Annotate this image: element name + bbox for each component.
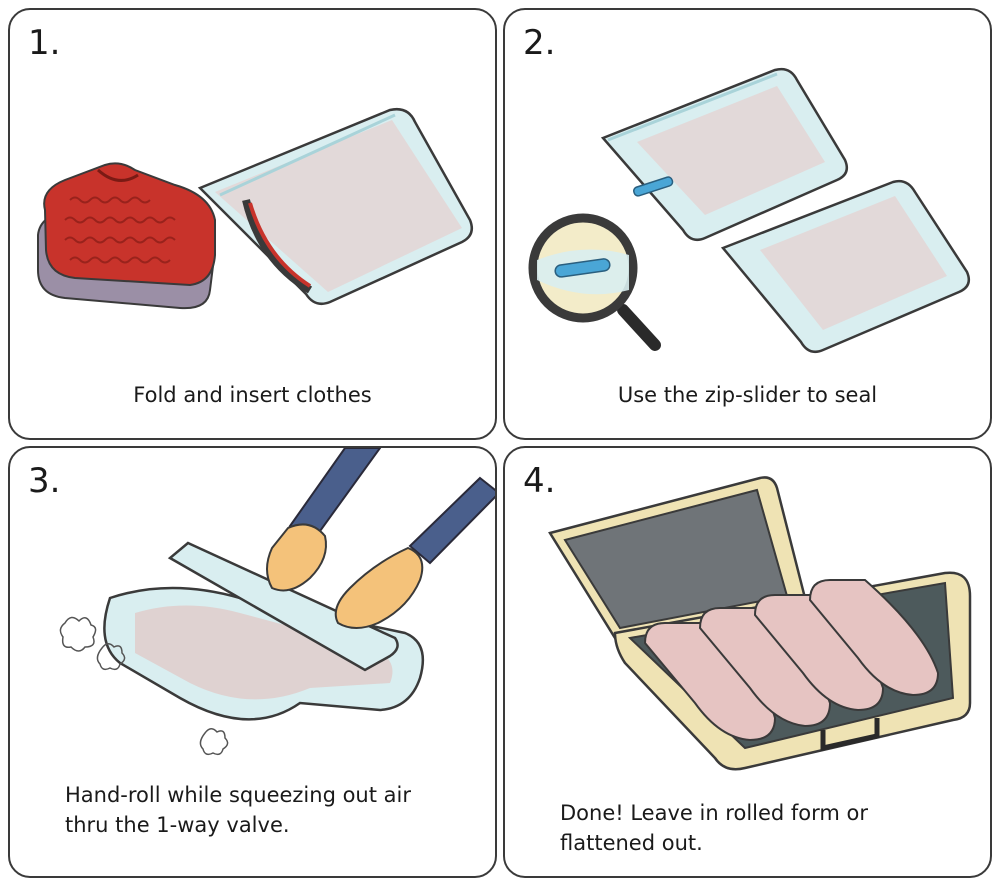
step-number: 3. [28,461,61,501]
step-caption: Done! Leave in rolled form or flattened … [560,798,980,858]
caption-line: thru the 1-way valve. [65,813,290,837]
step-caption: Use the zip-slider to seal [617,383,878,407]
caption-line: flattened out. [560,831,703,855]
zip-slider-seal-illustration [528,67,970,353]
packed-suitcase-illustration [548,476,972,771]
fold-and-insert-illustration [37,108,473,310]
step-3-panel: 3. Hand-roll while squeezing out air thr… [8,446,497,878]
step-number: 2. [523,23,556,63]
step-4-panel: 4. Done! Leave in rolled form or flatten… [503,446,992,878]
step-1-panel: 1. Fold and insert clothes [8,8,497,440]
step-caption: Fold and insert clothes [133,383,372,407]
step-number: 4. [523,461,556,501]
caption-line: Hand-roll while squeezing out air [65,783,411,807]
step-2-panel: 2. Use the zip-slider to seal [503,8,992,440]
step-caption: Hand-roll while squeezing out air thru t… [65,780,485,840]
hand-roll-illustration [59,448,495,756]
caption-line: Done! Leave in rolled form or [560,801,869,825]
step-number: 1. [28,23,61,63]
